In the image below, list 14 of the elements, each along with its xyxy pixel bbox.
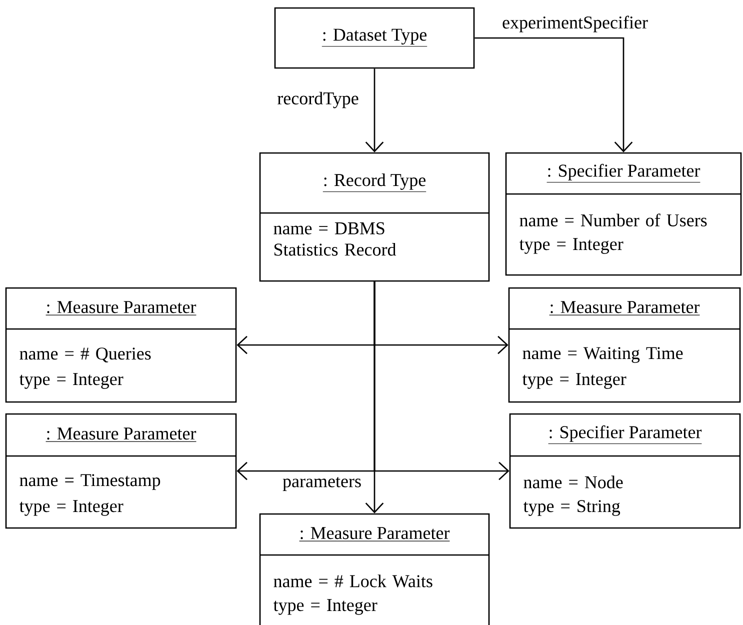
object-box: : Specifier Parameter name = Node type = String xyxy=(509,413,741,529)
object-box: : Specifier Parameter name = Number of Users type = Integer xyxy=(505,152,742,276)
object-box: : Measure Parameter name = Waiting Time type = Integer xyxy=(508,287,741,403)
edge-label: experimentSpecifier xyxy=(500,14,650,34)
arrow xyxy=(365,282,384,514)
arrow xyxy=(474,37,633,152)
object-box: : Record Type name = DBMS Statistics Record xyxy=(259,152,490,282)
object-box: : Measure Parameter name = # Queries type = Integer xyxy=(5,287,237,403)
edge-label: recordType xyxy=(276,90,360,110)
object-box: : Measure Parameter name = # Lock Waits type = Integer xyxy=(259,513,490,625)
arrow xyxy=(365,68,384,152)
object-box: : Dataset Type xyxy=(274,7,475,69)
edge-label: parameters xyxy=(281,476,363,492)
object-box: : Measure Parameter name = Timestamp type = Integer xyxy=(5,413,237,529)
